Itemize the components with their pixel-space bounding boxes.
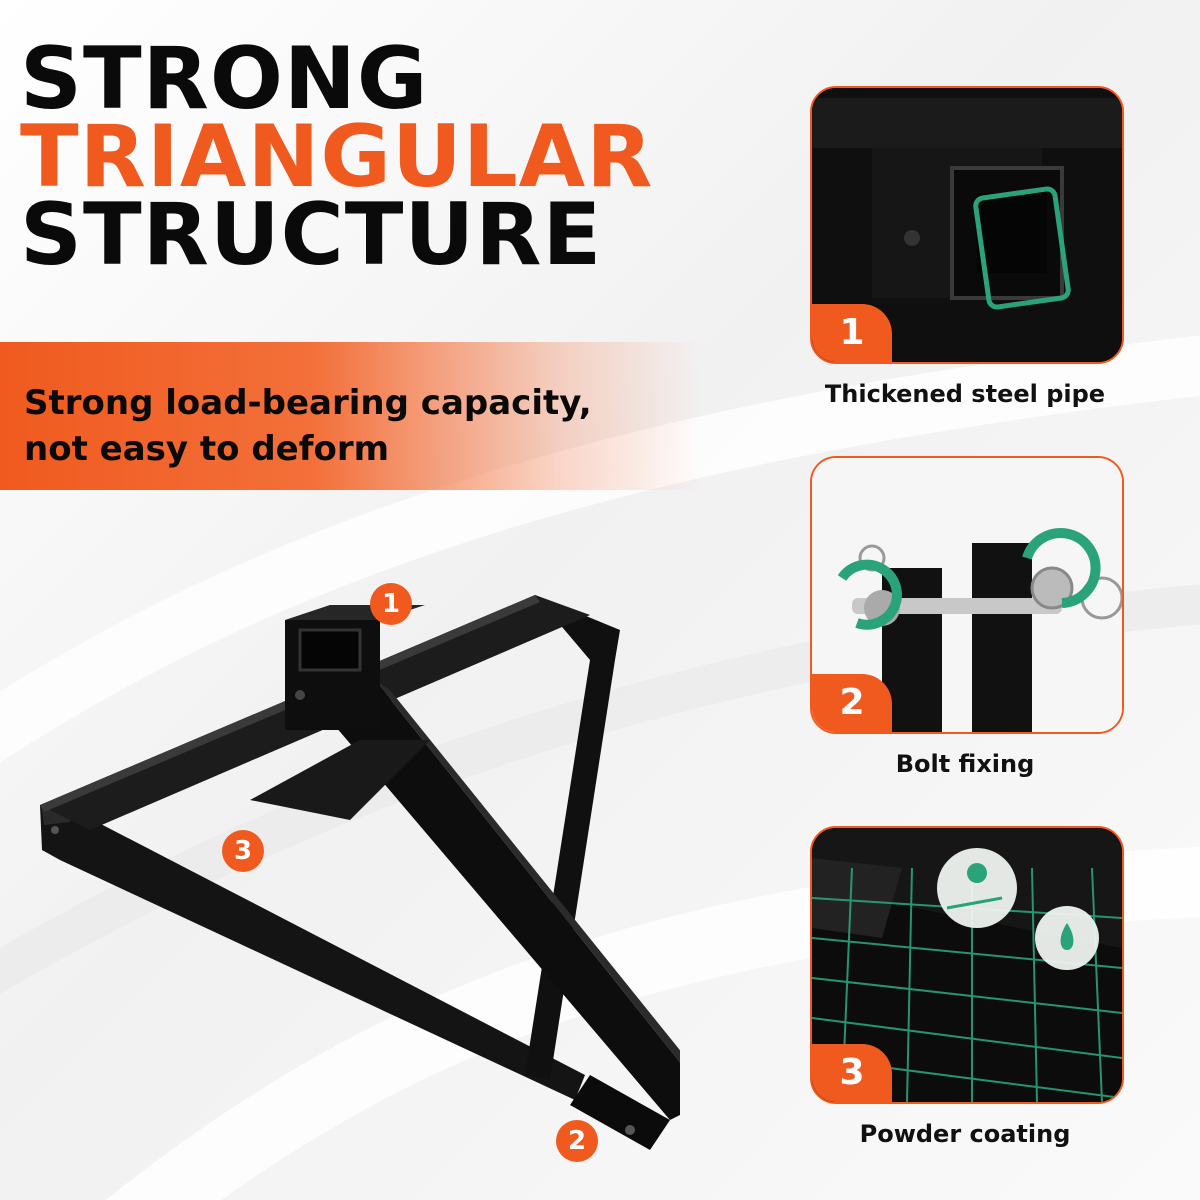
tagline-line-1: Strong load-bearing capacity, — [24, 383, 592, 423]
rotation-arrow-icon-right — [1022, 528, 1101, 608]
feature-number-1: 1 — [812, 304, 892, 362]
headline: STRONG TRIANGULAR STRUCTURE — [20, 29, 654, 285]
feature-caption-2: Bolt fixing — [895, 750, 1035, 778]
feature-card-1: 1 — [810, 86, 1124, 364]
tagline-line-2: not easy to deform — [24, 429, 390, 469]
callout-badge-1: 1 — [370, 583, 412, 625]
callout-badge-3: 3 — [222, 830, 264, 872]
feature-caption-3: Powder coating — [859, 1120, 1071, 1148]
feature-card-2: 2 — [810, 456, 1124, 734]
feature-number-2: 2 — [812, 674, 892, 732]
sun-uv-icon — [937, 848, 1017, 928]
tagline: Strong load-bearing capacity, not easy t… — [24, 380, 592, 472]
feature-number-3: 3 — [812, 1044, 892, 1102]
green-highlight-square — [973, 186, 1071, 310]
callout-badge-2: 2 — [556, 1120, 598, 1162]
headline-line-2: TRIANGULAR — [20, 107, 654, 207]
headline-line-3: STRUCTURE — [20, 185, 603, 285]
feature-caption-1: Thickened steel pipe — [824, 380, 1106, 408]
feature-card-3: 3 — [810, 826, 1124, 1104]
tagline-banner: Strong load-bearing capacity, not easy t… — [0, 342, 700, 490]
bolt-fixing-photo — [812, 458, 1122, 732]
hitch-frame-illustration — [40, 595, 680, 1150]
rotation-arrow-icon — [837, 559, 902, 630]
headline-line-1: STRONG — [20, 29, 429, 129]
powder-coating-photo — [812, 828, 1122, 1102]
